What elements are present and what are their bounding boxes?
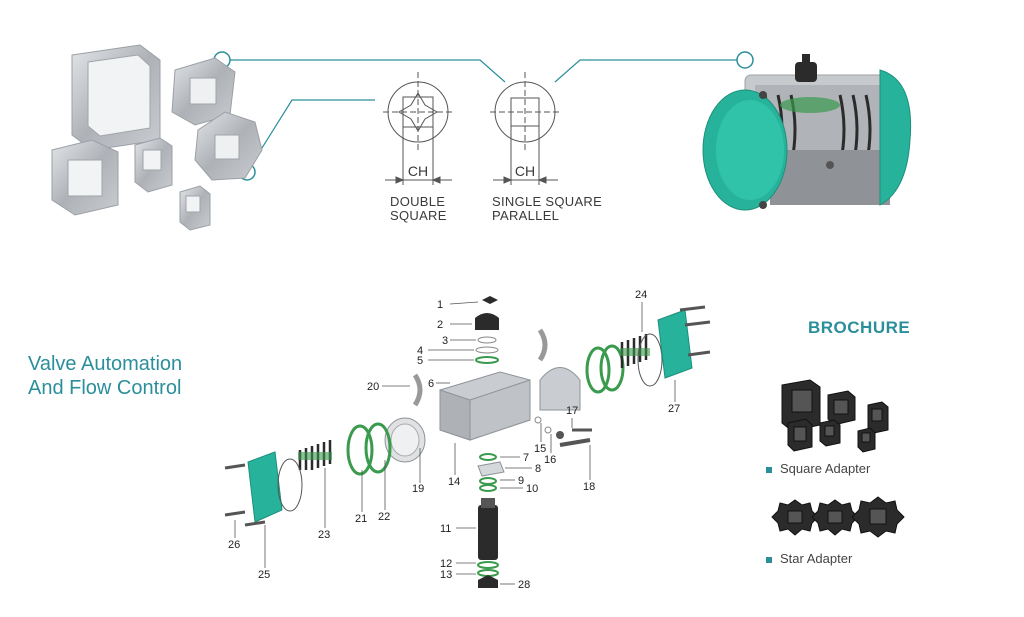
part-3: 3 xyxy=(442,335,448,347)
part-1: 1 xyxy=(437,299,443,311)
single-square-label: SINGLE SQUARE PARALLEL xyxy=(492,195,602,223)
double-square-line1: DOUBLE xyxy=(390,194,446,209)
star-adapter-label: Star Adapter xyxy=(766,551,852,566)
connector-lines xyxy=(222,59,745,173)
metal-adapters-image xyxy=(51,44,263,231)
part-21: 21 xyxy=(355,513,367,525)
heading-line2: And Flow Control xyxy=(28,377,182,399)
part-15: 15 xyxy=(534,443,546,455)
part-13: 13 xyxy=(440,569,452,581)
section-heading: Valve Automation And Flow Control xyxy=(28,352,182,400)
part-4: 4 xyxy=(417,345,423,357)
pneumatic-actuator-image xyxy=(702,54,912,211)
double-square-ch: CH xyxy=(408,163,428,179)
double-square-label: DOUBLE SQUARE xyxy=(390,195,447,223)
part-10: 10 xyxy=(526,483,538,495)
exploded-view-diagram: 1 2 3 4 5 6 20 7 8 9 10 11 12 13 28 14 1… xyxy=(224,289,711,591)
part-7: 7 xyxy=(523,452,529,464)
part-16: 16 xyxy=(544,454,556,466)
top-illustration: CH CH xyxy=(51,44,912,231)
part-18: 18 xyxy=(583,481,595,493)
part-24: 24 xyxy=(635,289,647,301)
double-square-profile xyxy=(383,72,453,185)
part-23: 23 xyxy=(318,529,330,541)
part-19: 19 xyxy=(412,483,424,495)
single-square-ch: CH xyxy=(515,163,535,179)
part-14: 14 xyxy=(448,476,460,488)
part-2: 2 xyxy=(437,319,443,331)
square-adapter-label: Square Adapter xyxy=(766,461,870,476)
star-adapter-text: Star Adapter xyxy=(780,551,853,566)
part-8: 8 xyxy=(535,463,541,475)
part-6: 6 xyxy=(428,378,434,390)
part-20: 20 xyxy=(367,381,379,393)
part-11: 11 xyxy=(440,523,451,535)
heading-line1: Valve Automation xyxy=(28,353,183,375)
square-adapter-bullet xyxy=(766,466,772,473)
single-square-profile xyxy=(490,72,560,185)
star-adapter-image xyxy=(771,496,905,538)
exploded-parts xyxy=(224,296,711,588)
square-adapter-text: Square Adapter xyxy=(780,461,871,476)
brochure-title: BROCHURE xyxy=(808,318,911,337)
part-22: 22 xyxy=(378,511,390,523)
part-5: 5 xyxy=(417,355,423,367)
part-numbers: 1 2 3 4 5 6 20 7 8 9 10 11 12 13 28 14 1… xyxy=(228,289,680,591)
single-square-line1: SINGLE SQUARE xyxy=(492,194,603,209)
part-26: 26 xyxy=(228,539,240,551)
part-27: 27 xyxy=(668,403,680,415)
single-square-line2: PARALLEL xyxy=(492,208,560,223)
star-adapter-bullet xyxy=(766,556,772,563)
connector-dot-3 xyxy=(736,51,754,69)
part-12: 12 xyxy=(440,558,452,570)
part-28: 28 xyxy=(518,579,530,591)
leader-lines xyxy=(234,301,676,585)
square-adapter-image xyxy=(781,379,889,453)
double-square-line2: SQUARE xyxy=(390,208,447,223)
part-9: 9 xyxy=(518,475,524,487)
part-25: 25 xyxy=(258,569,270,581)
part-17: 17 xyxy=(566,405,578,417)
